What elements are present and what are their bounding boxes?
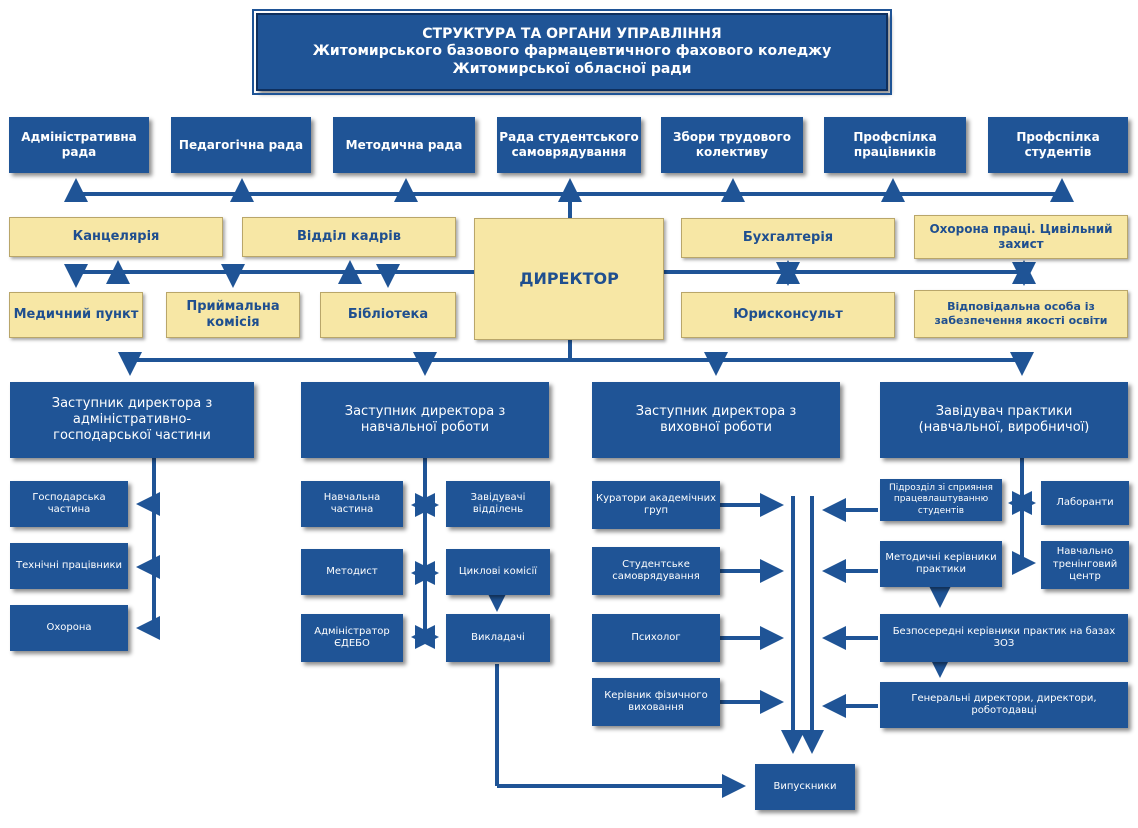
deputy-admin: Заступник директора з адміністративно-го…	[10, 382, 254, 458]
admin-sub-security: Охорона	[10, 605, 128, 651]
admin-sub-technical: Технічні працівники	[10, 543, 128, 589]
unit-legal: Юрисконсульт	[681, 292, 895, 338]
unit-labor-safety: Охорона праці. Цивільний захист	[914, 215, 1128, 259]
practice-sub-direct: Безпосередні керівники практик на базах …	[880, 614, 1128, 662]
edu-sub-edebo: Адміністратор ЄДЕБО	[301, 614, 403, 662]
practice-sub-methodical: Методичні керівники практики	[880, 541, 1002, 587]
practice-sub-lab: Лаборанти	[1041, 481, 1129, 525]
council-staff-union: Профспілка працівників	[824, 117, 966, 173]
upbr-sub-curators: Куратори академічних груп	[592, 481, 720, 529]
practice-sub-directors: Генеральні директори, директори, роботод…	[880, 682, 1128, 728]
upbr-sub-pe-head: Керівник фізичного виховання	[592, 678, 720, 726]
director-box: ДИРЕКТОР	[474, 218, 664, 340]
edu-sub-academic: Навчальна частина	[301, 481, 403, 527]
title-line-3: Житомирської обласної ради	[452, 60, 692, 77]
edu-sub-dept-heads: Завідувачі відділень	[446, 481, 550, 527]
council-pedagogical: Педагогічна рада	[171, 117, 311, 173]
practice-sub-training: Навчально тренінговий центр	[1041, 541, 1129, 589]
council-student-union: Профспілка студентів	[988, 117, 1128, 173]
council-student-self-government: Рада студентського самоврядування	[497, 117, 641, 173]
council-administrative: Адміністративна рада	[9, 117, 149, 173]
practice-sub-employment: Підрозділ зі сприяння працевлаштуванню с…	[880, 479, 1002, 521]
admin-sub-household: Господарська частина	[10, 481, 128, 527]
deputy-practice: Завідувач практики (навчальної, виробнич…	[880, 382, 1128, 458]
graduates-box: Випускники	[755, 764, 855, 810]
deputy-upbringing: Заступник директора з виховної роботи	[592, 382, 840, 458]
unit-hr: Відділ кадрів	[242, 217, 456, 257]
title-line-2: Житомирського базового фармацевтичного ф…	[312, 43, 832, 60]
chart-title: СТРУКТУРА ТА ОРГАНИ УПРАВЛІННЯ Житомирсь…	[252, 9, 892, 95]
deputy-education: Заступник директора з навчальної роботи	[301, 382, 549, 458]
unit-quality: Відповідальна особа із забезпечення якос…	[914, 290, 1128, 338]
council-labor-collective: Збори трудового колективу	[661, 117, 803, 173]
title-line-1: СТРУКТУРА ТА ОРГАНИ УПРАВЛІННЯ	[422, 25, 722, 42]
unit-admission: Приймальна комісія	[166, 292, 300, 338]
unit-accounting: Бухгалтерія	[681, 218, 895, 258]
edu-sub-teachers: Викладачі	[446, 614, 550, 662]
upbr-sub-psychologist: Психолог	[592, 614, 720, 662]
unit-library: Бібліотека	[320, 292, 456, 338]
edu-sub-methodist: Методист	[301, 549, 403, 595]
edu-sub-cycle: Циклові комісії	[446, 549, 550, 595]
unit-chancellery: Канцелярія	[9, 217, 223, 257]
unit-medical: Медичний пункт	[9, 292, 143, 338]
upbr-sub-student-gov: Студентське самоврядування	[592, 547, 720, 595]
council-methodical: Методична рада	[333, 117, 475, 173]
